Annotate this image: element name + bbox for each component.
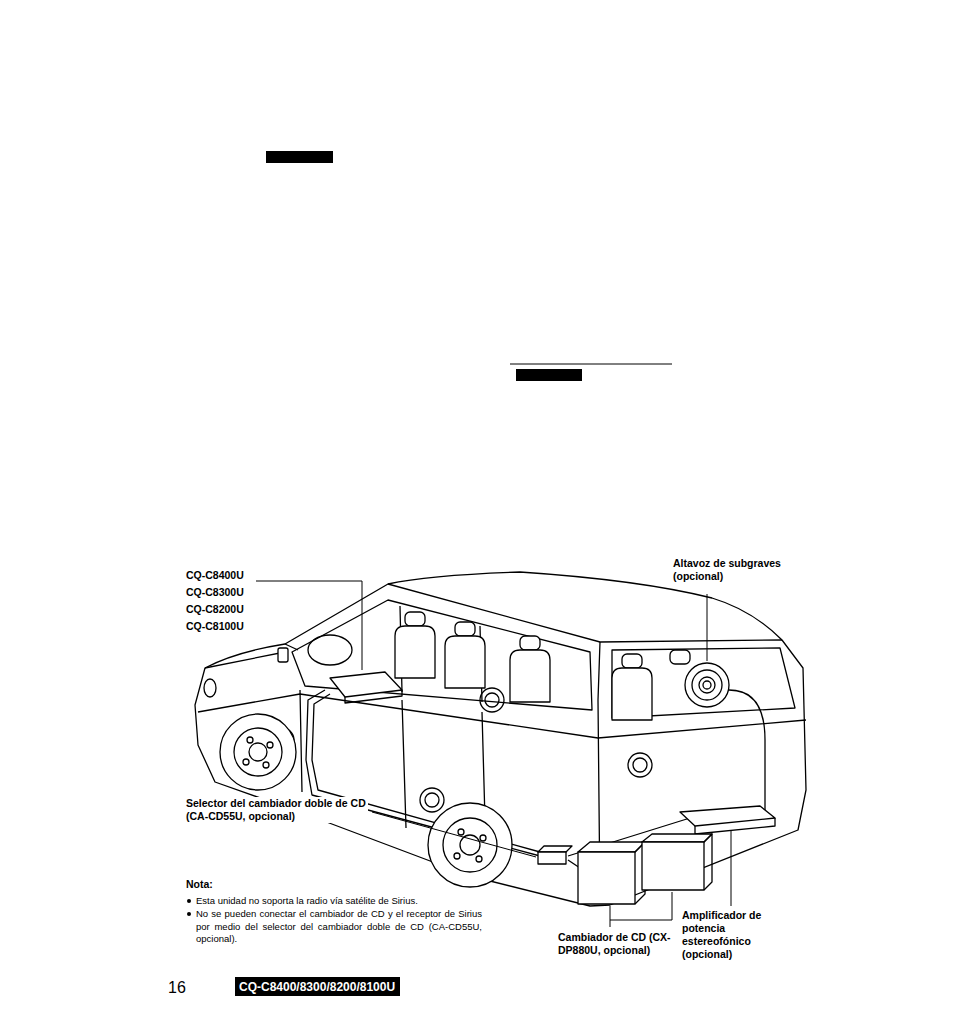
page-number: 16 (168, 978, 186, 998)
redaction-bar (266, 151, 333, 163)
van-body (195, 572, 806, 906)
redaction-bar (516, 369, 582, 381)
note-text: No se pueden conectar el cambiador de CD… (196, 908, 482, 945)
bullet-dot (187, 912, 191, 916)
footer-band: CQ-C8400/8300/8200/8100U (235, 977, 400, 996)
model-name: CQ-C8100U (186, 620, 244, 633)
part-label: Amplificador de potencia estereofónico (… (682, 909, 768, 962)
model-name: CQ-C8200U (186, 603, 244, 616)
bullet-dot (187, 899, 191, 903)
leader-lines (256, 581, 731, 927)
model-banner-text: CQ-C8400/8300/8200/8100U (239, 978, 395, 997)
note-text: Esta unidad no soporta la radio vía saté… (196, 895, 482, 907)
note-heading: Nota: (186, 878, 213, 891)
model-name: CQ-C8400U (186, 569, 244, 582)
model-name: CQ-C8300U (186, 586, 244, 599)
part-label: Cambiador de CD (CX-DP880U, opcional) (558, 931, 690, 957)
part-label: Selector del cambiador doble de CD (CA-C… (186, 797, 368, 823)
rule-line (510, 364, 672, 365)
part-label: Altavoz de subgraves (opcional) (673, 557, 798, 583)
